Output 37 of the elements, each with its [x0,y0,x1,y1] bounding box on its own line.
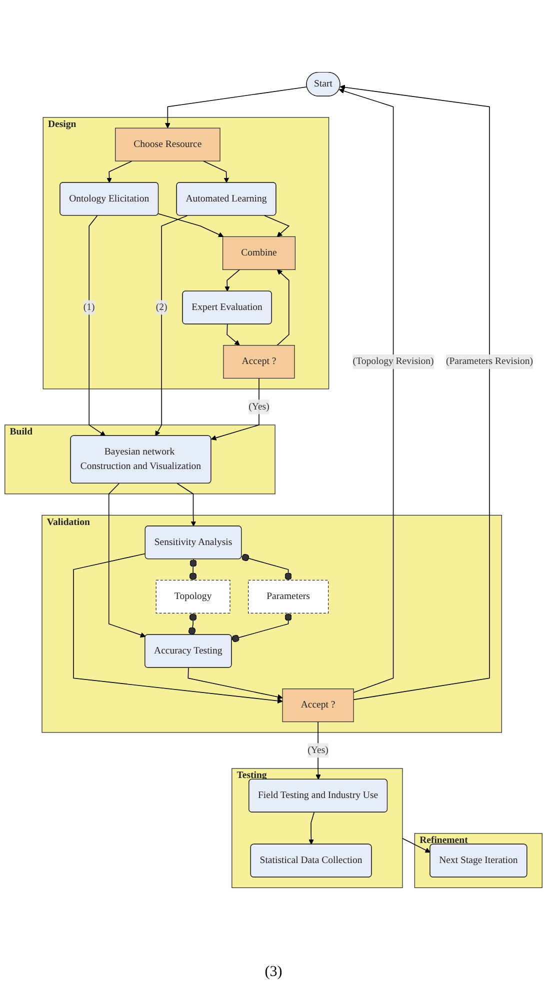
edge-label: (Yes) [308,744,328,756]
edge-label: (2) [156,302,168,312]
arrow [210,378,260,440]
arrow [158,213,224,238]
node-box: Accept ? [282,688,354,722]
arrow [402,838,430,853]
arrow [226,324,240,346]
node-box: Topology [156,580,230,614]
arrow [165,86,308,128]
node-box: Parameters [248,580,329,614]
edge-label: (Parameters Revision) [446,356,533,367]
arrow [106,160,133,183]
arrow [308,812,314,845]
arrow [202,160,230,183]
arrow [176,483,196,526]
arrow [188,667,283,700]
edge-label: (Yes) [248,401,270,412]
connector [231,612,292,642]
connector [241,554,292,581]
node-box: Accept ? [223,345,295,379]
path-number: (3) [264,964,282,980]
arrow [155,215,188,436]
arrow [88,215,106,436]
connector [189,558,197,581]
edge-label: (Topology Revision) [352,356,434,367]
arrow [108,483,146,638]
arrow [338,88,394,693]
arrow [276,269,290,346]
node-box: Combine [222,236,296,270]
arrow [224,269,240,292]
connector [188,612,197,636]
node-box: Choose Resource [115,128,220,162]
arrow [316,721,321,780]
arrow [73,553,283,704]
edge-label: (1) [83,302,95,312]
arrow [340,84,490,700]
arrow [264,215,290,237]
